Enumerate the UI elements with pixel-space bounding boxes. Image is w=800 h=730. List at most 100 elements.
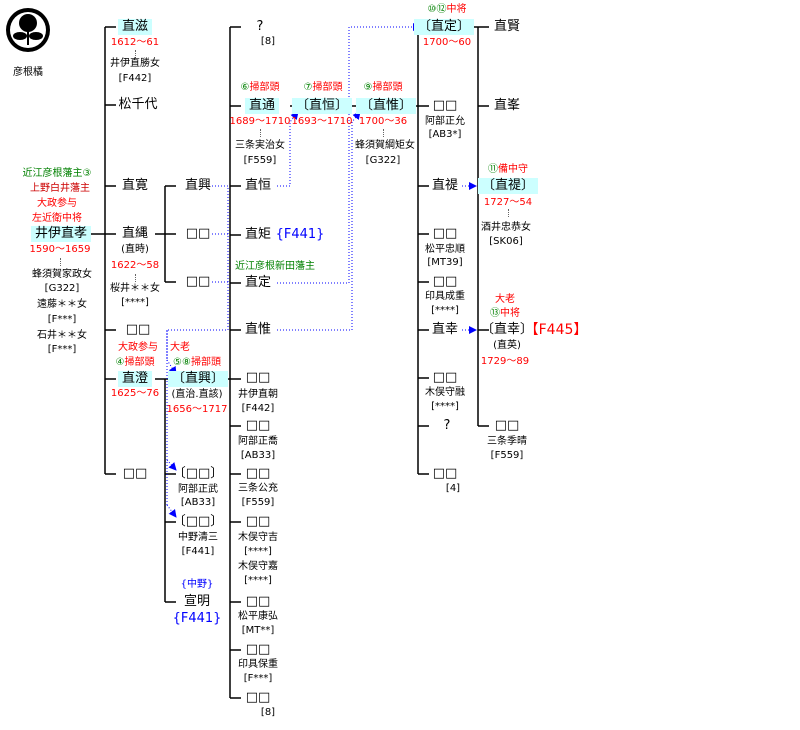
title: ⑪備中守: [488, 164, 528, 175]
alt-name: (直時): [121, 244, 149, 255]
spouse: 三条季晴: [487, 436, 527, 447]
spouse-link: [135, 50, 136, 58]
ref: [****]: [431, 401, 459, 412]
title: ④掃部頭: [115, 357, 155, 368]
person-naohide[interactable]: 直幸: [431, 322, 459, 337]
spouse-link: [135, 274, 136, 282]
person-unknown[interactable]: □□: [125, 322, 151, 337]
person-nobuaki[interactable]: 宣明: [183, 594, 211, 609]
wife: 三条実治女: [235, 140, 285, 151]
person-naomine[interactable]: 直峯: [493, 98, 521, 113]
spouse: 松平忠順: [425, 244, 465, 255]
ref: [F***]: [47, 344, 77, 355]
solid-lines: [90, 26, 489, 699]
title: 大老: [495, 294, 515, 305]
person-daughter[interactable]: □□: [432, 274, 458, 289]
rank-number: ⑩⑫: [427, 4, 447, 15]
person-naosada-lord[interactable]: 〔直定〕: [413, 19, 475, 35]
person-naooki-child[interactable]: 直興: [184, 178, 212, 193]
spouse: 井伊直朝: [238, 389, 278, 400]
person-naozumi[interactable]: 直澄: [117, 371, 153, 387]
title: 大政参与: [37, 198, 77, 209]
person-naosada[interactable]: 直定: [244, 275, 272, 290]
years: 1693〜1710: [291, 116, 353, 127]
rank-number: ④: [115, 357, 125, 368]
person-daughter[interactable]: □□: [245, 514, 271, 529]
person-naonori[interactable]: 直矩: [244, 227, 272, 242]
rank-number: ⑬: [490, 308, 500, 319]
wife: 酒井忠恭女: [481, 222, 531, 233]
person-naoyoshi-lord[interactable]: 〔直禔〕: [477, 178, 539, 194]
person-naomichi[interactable]: 直通: [244, 98, 280, 114]
person-matsuchiyo[interactable]: 松千代: [118, 97, 158, 112]
spouse: 阿部正允: [425, 116, 465, 127]
spouse: 松平康弘: [238, 611, 278, 622]
years: 1729〜89: [480, 356, 530, 367]
person-naohiro[interactable]: 直寛: [121, 178, 149, 193]
rank-number: ⑪: [488, 164, 498, 175]
person-adopted[interactable]: 〔□□〕: [172, 514, 224, 529]
person-naokata[interactable]: 直賢: [493, 19, 521, 34]
years: 1689〜1710: [229, 116, 291, 127]
person-daughter[interactable]: □□: [245, 370, 271, 385]
ref-link[interactable]: 【F445】: [524, 322, 588, 338]
person-daughter[interactable]: □□: [432, 370, 458, 385]
ref: [SK06]: [489, 236, 523, 247]
person-naotaka[interactable]: 井伊直孝: [30, 226, 92, 242]
title: 近江彦根新田藩主: [235, 261, 315, 272]
title: ⑥掃部頭: [240, 82, 280, 93]
ref-link[interactable]: {F441}: [275, 227, 325, 242]
ref: [F559]: [243, 155, 277, 166]
person-daughter[interactable]: □□: [432, 466, 458, 481]
title: ⑩⑫中将: [427, 4, 467, 15]
person-naoyoshi[interactable]: 直禔: [431, 178, 459, 193]
title: ⑦掃部頭: [303, 82, 343, 93]
ref: [****]: [121, 297, 149, 308]
ref: [F559]: [490, 450, 524, 461]
years: 1656〜1717: [166, 404, 228, 415]
person-naooki[interactable]: 〔直興〕: [167, 371, 229, 387]
ref: [F442]: [118, 73, 152, 84]
wife: 井伊直勝女: [110, 58, 160, 69]
ref: [AB3*]: [428, 129, 462, 140]
person-daughter[interactable]: □□: [432, 98, 458, 113]
person-unknown[interactable]: ?: [443, 418, 451, 433]
person-naonobu[interactable]: 直惟: [244, 322, 272, 337]
person-daughter[interactable]: □□: [245, 594, 271, 609]
ref: [G322]: [44, 283, 80, 294]
person-daughter[interactable]: □□: [245, 466, 271, 481]
person-naotsune-lord[interactable]: 〔直恒〕: [291, 98, 353, 114]
line-naooki: [220, 26, 241, 699]
person-naotsuna[interactable]: 直縄: [121, 226, 149, 241]
person-daughter[interactable]: □□: [494, 418, 520, 433]
ref: [8]: [260, 707, 276, 718]
person-unknown[interactable]: ?: [256, 19, 264, 34]
title: 大政参与: [118, 342, 158, 353]
person-naonobu-lord[interactable]: 〔直惟〕: [355, 98, 417, 114]
person-naohide-lord[interactable]: 〔直幸〕: [480, 322, 534, 337]
years: 1700〜60: [422, 37, 472, 48]
person-unknown[interactable]: □□: [185, 274, 211, 289]
line-naozumi: [155, 378, 176, 603]
person-daughter[interactable]: □□: [245, 418, 271, 433]
line-naotaka: [90, 26, 116, 475]
ref-link[interactable]: {F441}: [172, 611, 222, 626]
ref: [****]: [431, 305, 459, 316]
ref: [AB33]: [240, 450, 276, 461]
person-naoshige[interactable]: 直滋: [117, 19, 153, 35]
ref: [F559]: [241, 497, 275, 508]
house-name: {中野}: [180, 579, 214, 590]
person-adopted[interactable]: 〔□□〕: [172, 466, 224, 481]
person-daughter[interactable]: □□: [245, 690, 271, 705]
person-daughter[interactable]: □□: [432, 226, 458, 241]
ref: [F441]: [181, 546, 215, 557]
person-unknown[interactable]: □□: [185, 226, 211, 241]
title: ⑬中将: [490, 308, 520, 319]
ref: [8]: [260, 36, 276, 47]
crest-icon: [6, 8, 50, 52]
years: 1625〜76: [110, 388, 160, 399]
person-naotsune[interactable]: 直恒: [244, 178, 272, 193]
adoption-links: [166, 23, 477, 518]
person-daughter[interactable]: □□: [245, 642, 271, 657]
person-unknown[interactable]: □□: [122, 466, 148, 481]
